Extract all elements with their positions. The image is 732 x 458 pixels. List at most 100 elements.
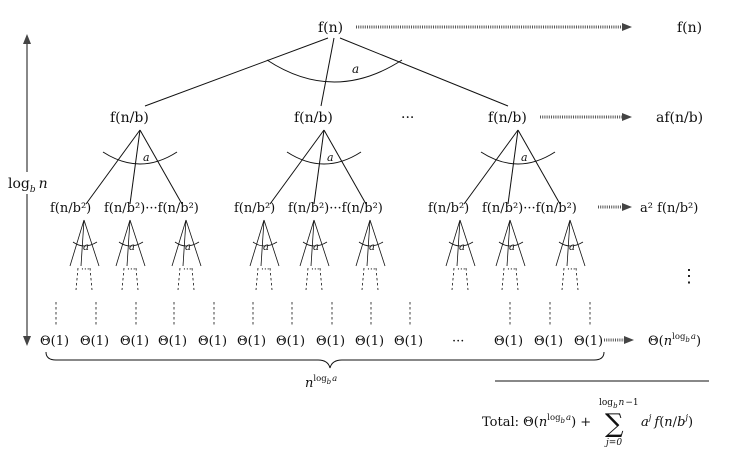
root-arity-label: a [352,62,359,76]
level1-node-2-arity: a [327,151,334,164]
level1-node-1: f(n/b) a [85,110,183,205]
height-arrow-up-head [23,34,31,44]
total-term-j: j [647,413,652,423]
level1-node-1-arity: a [143,151,150,164]
height-label-log: log [8,176,30,192]
level2-node-group-2-first: f(n/b²) [234,201,275,216]
total-sum-upper: logbn−1 [599,398,639,410]
width-label-a: a [332,374,337,384]
level2-fanout-5: a··· [299,219,330,291]
root-edge-middle [320,37,335,107]
total-exp-base: b [561,417,566,425]
leaf-row-sum-n: n [664,334,672,349]
leaf-node-1: Θ(1) [40,334,69,349]
level2-node-group-2-rest: f(n/b²)···f(n/b²) [288,201,383,216]
level1-ellipsis: ··· [401,110,414,126]
level2-node-group-3-first: f(n/b²) [428,201,469,216]
level2-fanout-4-dots: ··· [261,265,270,275]
leaf-node-5: Θ(1) [198,334,227,349]
leaf-node-6: Θ(1) [237,334,266,349]
height-arrow-down-head [23,336,31,346]
right-column-vertical-ellipsis: ⋮ [680,266,698,287]
total-term-close: ) [688,415,693,430]
level2-node-group-1-rest: f(n/b²)···f(n/b²) [104,201,199,216]
level1-node-2: f(n/b) a [269,110,367,205]
level1-row-arrowhead [622,113,632,121]
height-label-backdrop [6,172,50,194]
leaf-node-10: Θ(1) [394,334,423,349]
total-sum-upper-n: n [619,398,625,408]
total-term-bj: j [683,413,688,423]
total-exp-a: a [566,413,571,423]
level1-row-sum: af(n/b) [656,110,703,126]
width-label: nlogba [305,374,337,391]
right-column-top: f(n) [677,20,702,36]
level2-fanout-3: a ··· [171,219,202,291]
level1-node-3-arity: a [521,151,528,164]
level2-fanout-7-arity: a [459,242,465,253]
right-column: f(n) af(n/b) a² f(n/b²) ⋮ Θ(nlogba) [640,20,703,349]
total-prefix: Total: Θ( [482,415,539,430]
level2-fanout-3-dots: ··· [183,265,192,275]
level2-fanout-8: a ··· [495,219,526,291]
total-sum-upper-base: b [613,402,618,410]
level2-fanout-9-arity: a [569,242,575,253]
level2-fanout-4: a ··· [249,219,280,291]
root-node-label: f(n) [318,20,343,36]
total-sum-lower: j=0 [604,438,622,448]
root-edge-right [339,37,509,107]
level2-fanout-7: a ··· [445,219,476,291]
leaf-node-4: Θ(1) [158,334,187,349]
leaf-row-ellipsis: ··· [452,334,464,349]
total-term-open: ( [659,415,664,430]
root-row-arrowhead [622,23,632,31]
total-formula-text: Total: Θ(nlogba) + [482,413,591,430]
root-edge-left [144,37,329,107]
leaf-row-arrowhead [624,336,634,344]
level1-node-2-label: f(n/b) [294,110,333,126]
width-label-log: log [313,374,327,384]
total-sigma: ∑ [605,409,624,439]
total-term-n: n [664,415,672,430]
level2-fanout-2: a··· [115,219,146,291]
level2-fanout-7-dots: ··· [457,265,466,275]
height-label-base: b [30,185,36,195]
width-brace: nlogba [45,351,605,391]
level2-fanout-8-arity: a [509,242,515,253]
level2-fanout-1: a··· [69,219,100,291]
total-plus: ) + [571,415,591,430]
level2-fanout-3-arity: a [185,242,191,253]
level2-fanouts: a··· a··· a··· a··· a··· a··· a··· a··· … [69,219,586,291]
level2-fanout-6-dots: ··· [367,265,376,275]
level2-fanout-4-arity: a [263,242,269,253]
level1-node-1-label: f(n/b) [110,110,149,126]
width-label-base: b [327,378,332,386]
leaf-connectors [55,302,591,326]
level2-row-sum: a² f(n/b²) [640,201,698,216]
level2-fanout-6-arity: a [369,242,375,253]
leaf-row-sum-theta: Θ( [648,334,664,349]
total-exp-log: log [547,413,561,423]
leaf-node-9: Θ(1) [355,334,384,349]
level1-node-3: f(n/b) a [463,110,561,205]
level2-row: f(n/b²) f(n/b²)···f(n/b²) f(n/b²) f(n/b²… [50,201,577,216]
leaf-row-sum: Θ(nlogba) [648,332,701,349]
total-sum-upper-rest: −1 [625,398,638,408]
level2-row-arrowhead [622,203,632,211]
total-term-b: b [677,415,685,430]
width-label-n: n [305,376,313,391]
height-label-n: n [39,176,48,192]
leaf-row: Θ(1)Θ(1)Θ(1)Θ(1)Θ(1)Θ(1)Θ(1)Θ(1)Θ(1)Θ(1)… [40,334,603,349]
leaf-row-sum-log: log [672,332,686,342]
total-n: n [539,415,547,430]
level2-node-group-1-first: f(n/b²) [50,201,91,216]
leaf-node-7: Θ(1) [276,334,305,349]
leaf-row-sum-base: b [685,336,690,344]
level2-fanout-8-dots: ··· [507,265,516,275]
level2-fanout-5-arity: a [313,242,319,253]
